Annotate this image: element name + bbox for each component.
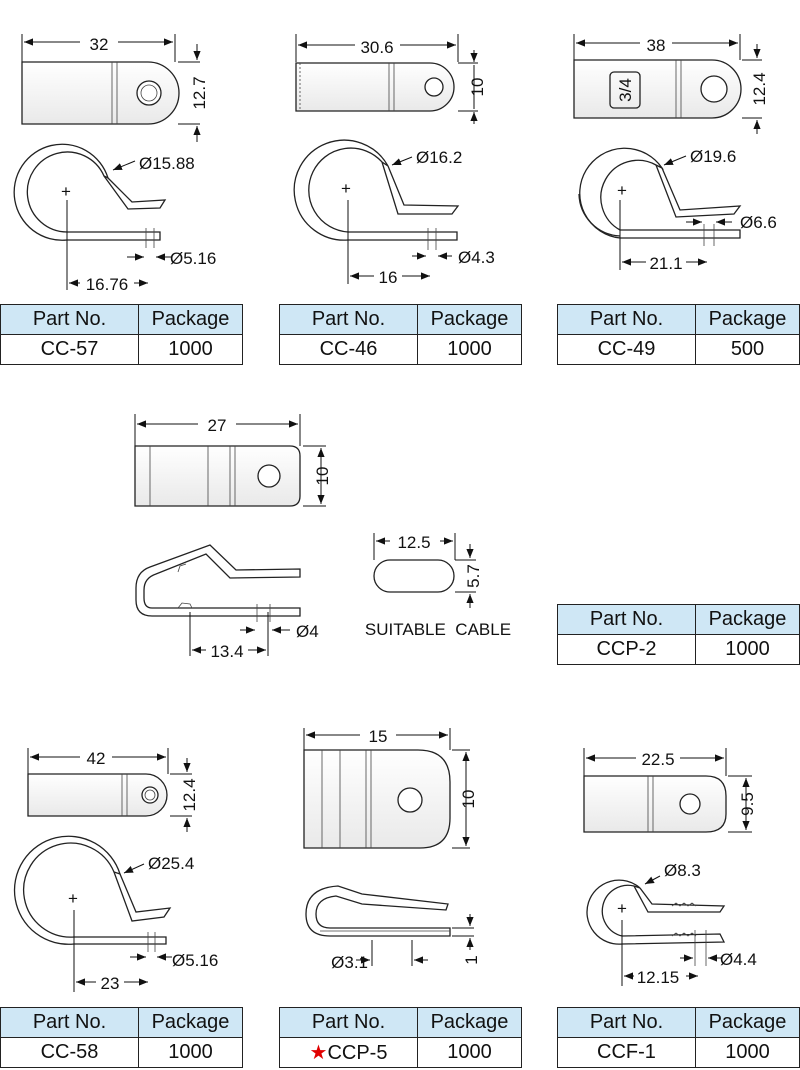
part-no-header: Part No. — [557, 304, 696, 335]
package-value: 1000 — [695, 634, 800, 665]
ccp-5-top-view: 15 10 — [303, 727, 478, 849]
cc-58-clamp-dia: Ø25.4 — [148, 854, 194, 873]
ccf-1-height: 9.5 — [738, 792, 757, 816]
part-no-header: Part No. — [0, 1007, 139, 1038]
package-header: Package — [417, 304, 522, 335]
ccp-2-center: 13.4 — [210, 642, 243, 661]
cc-49-clamp-dia: Ø19.6 — [690, 147, 736, 166]
ccp-2-side-view: 13.4 Ø4 — [135, 544, 319, 661]
suitable-cable-diagram: 12.5 5.7 SUITABLE CABLE — [365, 533, 511, 639]
ccp-2-hole-dia: Ø4 — [296, 622, 319, 641]
cc-46-top-view: 30.6 10 — [295, 34, 487, 124]
ccp-5-side-view: Ø3.1 1 — [305, 885, 481, 972]
cable-height: 5.7 — [464, 564, 483, 588]
cc-46-center: 16 — [379, 268, 398, 287]
ccp-2-length: 27 — [208, 416, 227, 435]
cc-57-top-view: 32 12.7 — [21, 34, 209, 142]
svg-text:+: + — [617, 899, 627, 918]
part-no-value: CC-58 — [0, 1037, 139, 1068]
cc-49-height: 12.4 — [750, 72, 769, 105]
ccf-1-length: 22.5 — [641, 750, 674, 769]
cc-58-hole-dia: Ø5.16 — [172, 951, 218, 970]
cc-49-hole-dia: Ø6.6 — [740, 213, 777, 232]
cc-57-clamp-dia: Ø15.88 — [139, 154, 195, 173]
cc-57-side-view: + Ø15.88 Ø5.16 16.76 — [13, 143, 216, 294]
ccf-1-side-view: + Ø8.3 Ø4.4 12.15 — [586, 861, 757, 987]
part-no-value: CC-57 — [0, 334, 139, 365]
cc-58-side-view: + Ø25.4 Ø5.16 23 — [13, 835, 218, 993]
ccp-5-length: 15 — [369, 727, 388, 746]
ccf-1-hole-dia: Ø4.4 — [720, 950, 757, 969]
suitable-cable-label: SUITABLE CABLE — [365, 620, 511, 639]
package-value: 1000 — [417, 1037, 522, 1068]
part-no-value: CC-46 — [279, 334, 418, 365]
cc-46-clamp-dia: Ø16.2 — [416, 148, 462, 167]
cc-57-center: 16.76 — [86, 275, 129, 294]
part-no-cell: ★CCP-5 — [279, 1037, 418, 1068]
svg-text:+: + — [68, 889, 78, 908]
package-value: 1000 — [417, 334, 522, 365]
cc-49-top-view: 38 3/4 12.4 — [573, 34, 769, 134]
package-header: Package — [695, 304, 800, 335]
package-header: Package — [138, 1007, 243, 1038]
cc-58-length: 42 — [87, 749, 106, 768]
cc-49-side-view: + Ø19.6 Ø6.6 21.1 — [578, 147, 777, 273]
part-no-value: CC-49 — [557, 334, 696, 365]
cc-57-hole-dia: Ø5.16 — [170, 249, 216, 268]
ccp-5-height: 10 — [459, 790, 478, 809]
svg-text:+: + — [617, 181, 627, 200]
cc-46-height: 10 — [468, 78, 487, 97]
cc-49-length: 38 — [647, 36, 666, 55]
cc-57-height: 12.7 — [190, 76, 209, 109]
cc-49-label: 3/4 — [616, 78, 635, 102]
part-no-value: CCP-5 — [327, 1042, 388, 1064]
cc-49-center: 21.1 — [649, 254, 682, 273]
cable-width: 12.5 — [397, 533, 430, 552]
package-value: 500 — [695, 334, 800, 365]
part-no-value: CCF-1 — [557, 1037, 696, 1068]
ccf-1-clamp-dia: Ø8.3 — [664, 861, 701, 880]
part-no-value: CCP-2 — [557, 634, 696, 665]
package-header: Package — [695, 604, 800, 635]
ccf-1-center: 12.15 — [637, 968, 680, 987]
part-no-header: Part No. — [557, 604, 696, 635]
package-header: Package — [417, 1007, 522, 1038]
package-value: 1000 — [138, 334, 243, 365]
part-no-header: Part No. — [279, 304, 418, 335]
star-icon: ★ — [309, 1042, 328, 1064]
svg-text:+: + — [341, 179, 351, 198]
cc-57-length: 32 — [90, 35, 109, 54]
part-no-header: Part No. — [557, 1007, 696, 1038]
package-header: Package — [695, 1007, 800, 1038]
ccp-2-top-view: 27 10 — [134, 414, 332, 507]
svg-text:+: + — [61, 182, 71, 201]
package-value: 1000 — [695, 1037, 800, 1068]
cc-46-side-view: + Ø16.2 Ø4.3 16 — [293, 139, 495, 287]
ccp-5-thickness: 1 — [462, 955, 481, 964]
cc-58-center: 23 — [101, 974, 120, 993]
cc-46-hole-dia: Ø4.3 — [458, 248, 495, 267]
cc-46-length: 30.6 — [360, 38, 393, 57]
package-header: Package — [138, 304, 243, 335]
package-value: 1000 — [138, 1037, 243, 1068]
ccf-1-top-view: 22.5 9.5 — [583, 748, 757, 833]
cc-58-top-view: 42 12.4 — [27, 748, 199, 832]
ccp-2-height: 10 — [313, 467, 332, 486]
cc-58-height: 12.4 — [180, 778, 199, 811]
part-no-header: Part No. — [279, 1007, 418, 1038]
ccp-5-clamp-dia: Ø3.1 — [331, 953, 368, 972]
part-no-header: Part No. — [0, 304, 139, 335]
